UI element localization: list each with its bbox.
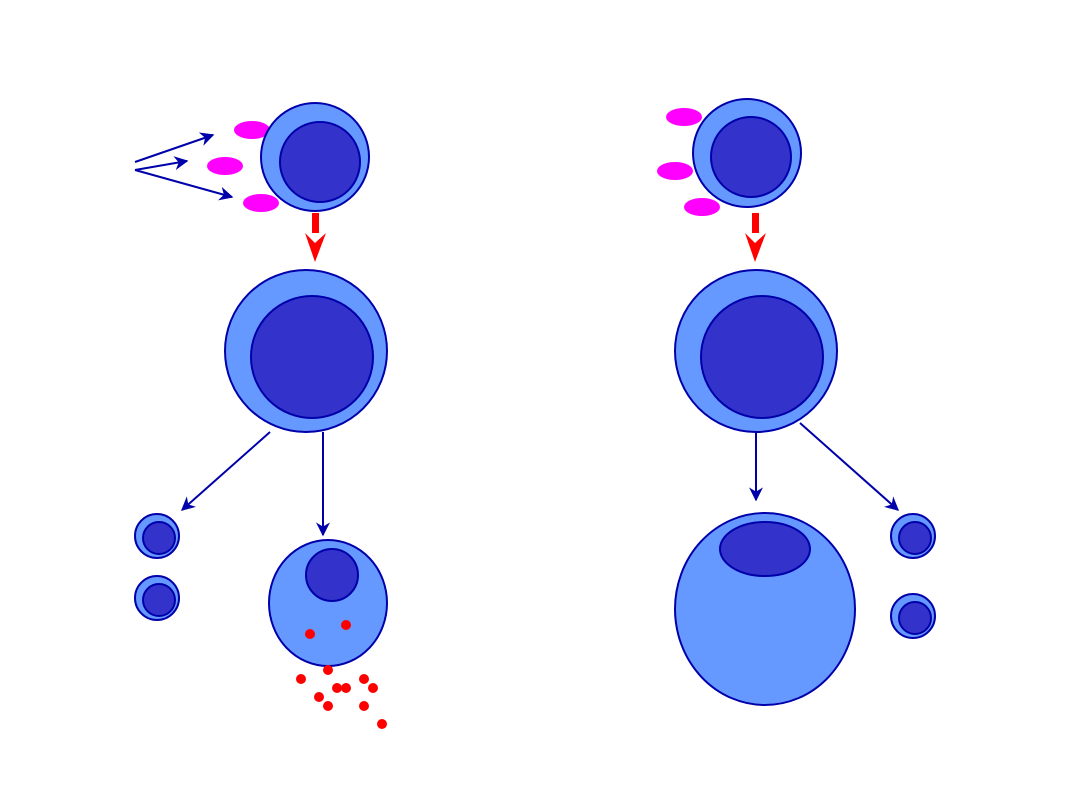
small-progeny-cell xyxy=(134,513,180,559)
granule xyxy=(341,683,351,693)
granule xyxy=(341,620,351,630)
cell-nucleus xyxy=(898,521,932,555)
left-panel xyxy=(134,102,388,729)
granule xyxy=(359,674,369,684)
cell-nucleus xyxy=(250,295,374,419)
resting-cell xyxy=(260,102,370,212)
granule xyxy=(305,629,315,639)
cell-nucleus xyxy=(142,583,176,617)
granule xyxy=(314,692,324,702)
granule xyxy=(377,719,387,729)
resting-cell xyxy=(692,98,802,208)
incoming-arrow xyxy=(134,156,189,171)
granule xyxy=(323,665,333,675)
cell-nucleus xyxy=(898,601,932,635)
granule xyxy=(296,674,306,684)
right-panel xyxy=(657,98,936,706)
activation-arrow xyxy=(305,213,326,262)
activation-arrow xyxy=(745,213,766,262)
small-progeny-cell xyxy=(134,575,180,621)
activated-cell xyxy=(224,269,388,433)
released-granules xyxy=(296,665,387,729)
differentiation-arrow xyxy=(799,422,900,511)
granule xyxy=(332,683,342,693)
incoming-arrow xyxy=(134,169,234,201)
antigen-particle xyxy=(243,194,279,212)
granule xyxy=(323,701,333,711)
incoming-arrows xyxy=(134,132,234,201)
secreting-cell xyxy=(268,539,388,667)
large-progeny-cell xyxy=(674,512,856,706)
cell-nucleus xyxy=(719,521,811,577)
differentiation-arrow xyxy=(180,431,271,511)
cell-nucleus xyxy=(305,548,359,602)
cell-nucleus xyxy=(710,116,792,198)
small-progeny-cell xyxy=(890,513,936,559)
cell-nucleus xyxy=(142,521,176,555)
cell-nucleus xyxy=(279,121,361,203)
antigen-particle xyxy=(684,198,720,216)
antigen-particle xyxy=(657,162,693,180)
granule xyxy=(368,683,378,693)
antigen-particle xyxy=(207,157,243,175)
antigen-particle xyxy=(234,121,270,139)
activated-cell xyxy=(674,269,838,433)
antigen-particle xyxy=(666,108,702,126)
incoming-arrow xyxy=(134,132,215,163)
small-progeny-cell xyxy=(890,593,936,639)
granule xyxy=(359,701,369,711)
cell-nucleus xyxy=(700,295,824,419)
